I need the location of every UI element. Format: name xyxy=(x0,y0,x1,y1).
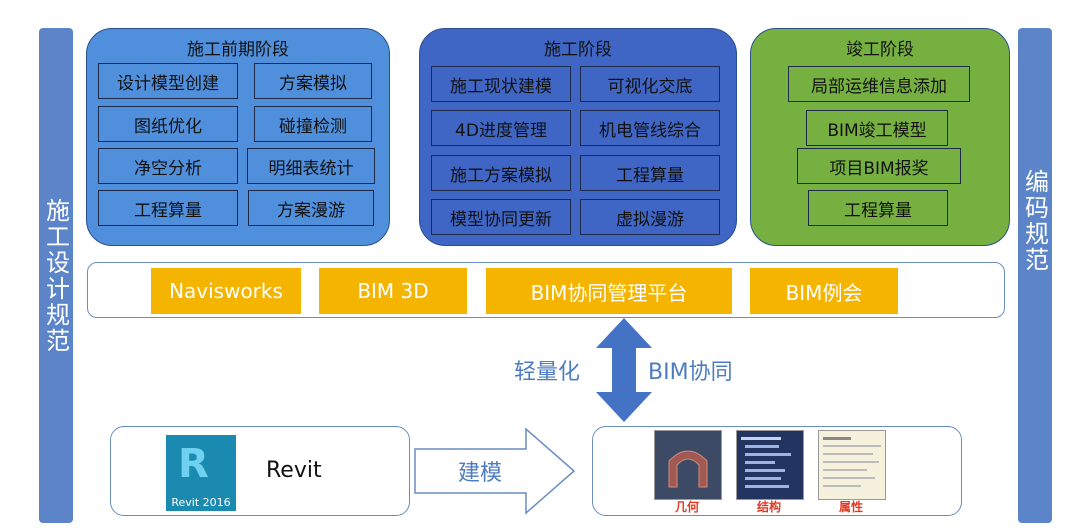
construction-design-spec-bar: 施工设计规范 xyxy=(39,28,73,523)
modeling-arrow-icon xyxy=(414,427,576,515)
construction-phase-title: 施工阶段 xyxy=(544,40,612,60)
phase-item: 模型协同更新 xyxy=(431,199,571,235)
phase-item: 净空分析 xyxy=(98,148,238,184)
revit-label: Revit xyxy=(266,458,322,483)
completion-phase-title: 竣工阶段 xyxy=(846,40,914,60)
navisworks-tool: Navisworks xyxy=(151,268,301,314)
bidirectional-arrow-icon xyxy=(596,318,652,422)
phase-item: 工程算量 xyxy=(580,155,720,191)
bim-collab-label: BIM协同 xyxy=(648,360,733,385)
coding-spec-bar: 编码规范 xyxy=(1018,28,1052,523)
lightweight-label: 轻量化 xyxy=(514,360,581,385)
phase-item: 机电管线综合 xyxy=(580,110,720,146)
phase-item: BIM竣工模型 xyxy=(806,110,948,146)
phase-item: 施工方案模拟 xyxy=(431,155,571,191)
pre-construction-phase-title: 施工前期阶段 xyxy=(187,40,289,60)
attributes-label: 属性 xyxy=(838,500,863,514)
phase-item: 工程算量 xyxy=(98,190,238,226)
revit-box xyxy=(110,426,410,516)
bim-meeting-tool: BIM例会 xyxy=(750,268,898,314)
bim-collab-platform-tool: BIM协同管理平台 xyxy=(486,268,732,314)
modeling-label: 建模 xyxy=(458,461,503,486)
phase-item: 可视化交底 xyxy=(580,66,720,102)
construction-design-spec-label: 施工设计规范 xyxy=(41,197,70,354)
phase-item: 4D进度管理 xyxy=(431,110,571,146)
coding-spec-label: 编码规范 xyxy=(1020,168,1049,273)
phase-item: 图纸优化 xyxy=(98,106,238,142)
phase-item: 工程算量 xyxy=(808,190,948,226)
phase-item: 局部运维信息添加 xyxy=(788,66,970,102)
geometry-thumbnail xyxy=(654,430,722,500)
structure-label: 结构 xyxy=(756,500,781,514)
phase-item: 施工现状建模 xyxy=(431,66,571,102)
revit-app-icon: R Revit 2016 xyxy=(166,435,236,511)
bim-3d-tool: BIM 3D xyxy=(319,268,467,314)
phase-item: 碰撞检测 xyxy=(254,106,372,142)
phase-item: 设计模型创建 xyxy=(98,63,238,99)
phase-item: 方案模拟 xyxy=(254,63,372,99)
phase-item: 项目BIM报奖 xyxy=(797,148,961,184)
revit-icon-caption: Revit 2016 xyxy=(171,496,231,509)
geometry-label: 几何 xyxy=(674,500,699,514)
structure-thumbnail xyxy=(736,430,804,500)
phase-item: 虚拟漫游 xyxy=(580,199,720,235)
phase-item: 明细表统计 xyxy=(247,148,375,184)
phase-item: 方案漫游 xyxy=(248,190,374,226)
attributes-thumbnail xyxy=(818,430,886,500)
